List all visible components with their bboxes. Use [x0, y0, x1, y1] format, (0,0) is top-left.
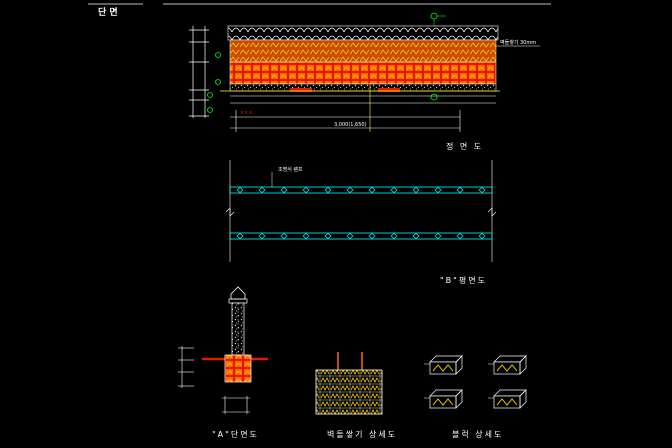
bottom-dim-lines: [230, 95, 496, 132]
plan-pier-mark: [346, 233, 354, 239]
plan-pier-mark: [478, 187, 486, 193]
plan-pier-mark: [412, 233, 420, 239]
dim-total: 3,000(1,650): [334, 122, 367, 128]
base-accent-2: [378, 88, 400, 92]
upper-wall-strip: [229, 186, 493, 194]
plan-pier-mark: [434, 233, 442, 239]
plan-pier-mark: [324, 187, 332, 193]
left-dim-ticks: [189, 29, 209, 117]
front-elevation: 벽돌쌓기 30mm ××× 3,000(1,650) 정 면 도: [189, 12, 540, 151]
section-cap: [230, 286, 246, 300]
wall-note: 벽돌쌓기 30mm: [500, 39, 536, 46]
plan-pier-mark: [346, 187, 354, 193]
section-a-title: "A"단면도: [212, 429, 259, 439]
plan-pier-mark: [280, 187, 288, 193]
block-unit: [424, 355, 463, 375]
roof-tile-cap: [227, 25, 499, 41]
plan-pier-mark: [258, 187, 266, 193]
pier-note: 조명식 램프: [278, 166, 303, 173]
left-markers: [207, 52, 221, 113]
plan-pier-mark: [368, 233, 376, 239]
right-markers: [430, 12, 446, 101]
lower-wall-piers: [236, 233, 486, 239]
detail-block: 블럭 상세도: [424, 355, 527, 439]
detail-2-title: 블럭 상세도: [452, 429, 503, 439]
block-unit: [424, 389, 463, 409]
plan-pier-mark: [390, 187, 398, 193]
section-footing: [224, 354, 252, 383]
red-dim-mark: ×××: [240, 110, 253, 116]
upper-wall-piers: [236, 187, 486, 193]
header-title: 단 면: [98, 6, 118, 18]
header: 단 면: [88, 3, 551, 18]
plan-pier-mark: [456, 233, 464, 239]
plan-pier-mark: [412, 187, 420, 193]
section-dims: [178, 346, 250, 414]
block-unit: [488, 389, 527, 409]
plan-pier-mark: [302, 233, 310, 239]
plan-pier-mark: [434, 187, 442, 193]
lower-wall-strip: [229, 232, 493, 240]
detail-brick-block: [315, 369, 383, 415]
plan-pier-mark: [280, 233, 288, 239]
plan-pier-mark: [324, 233, 332, 239]
plan-pier-mark: [478, 233, 486, 239]
break-mark-right: [487, 207, 497, 217]
block-unit: [488, 355, 527, 375]
detail-1-title: 벽돌쌓기 상세도: [327, 429, 397, 439]
plan-pier-mark: [236, 233, 244, 239]
plan-b: 조명식 램프 "B"평면도: [225, 160, 497, 285]
plan-b-title: "B"평면도: [440, 275, 487, 285]
plan-pier-mark: [302, 187, 310, 193]
plinth-gravel: [229, 83, 497, 92]
upper-brick-band: [229, 39, 497, 63]
plan-pier-mark: [236, 187, 244, 193]
base-accent-1: [290, 88, 312, 92]
section-a: "A"단면도: [178, 286, 268, 439]
plan-pier-mark: [390, 233, 398, 239]
break-mark-left: [225, 207, 235, 217]
block-set: [424, 355, 527, 409]
lower-brick-band: [229, 61, 497, 85]
plan-pier-mark: [368, 187, 376, 193]
detail-brick: 벽돌쌓기 상세도: [315, 352, 397, 439]
front-elevation-title: 정 면 도: [446, 141, 483, 151]
plan-pier-mark: [456, 187, 464, 193]
section-cap-base: [228, 298, 248, 304]
plan-pier-mark: [258, 233, 266, 239]
